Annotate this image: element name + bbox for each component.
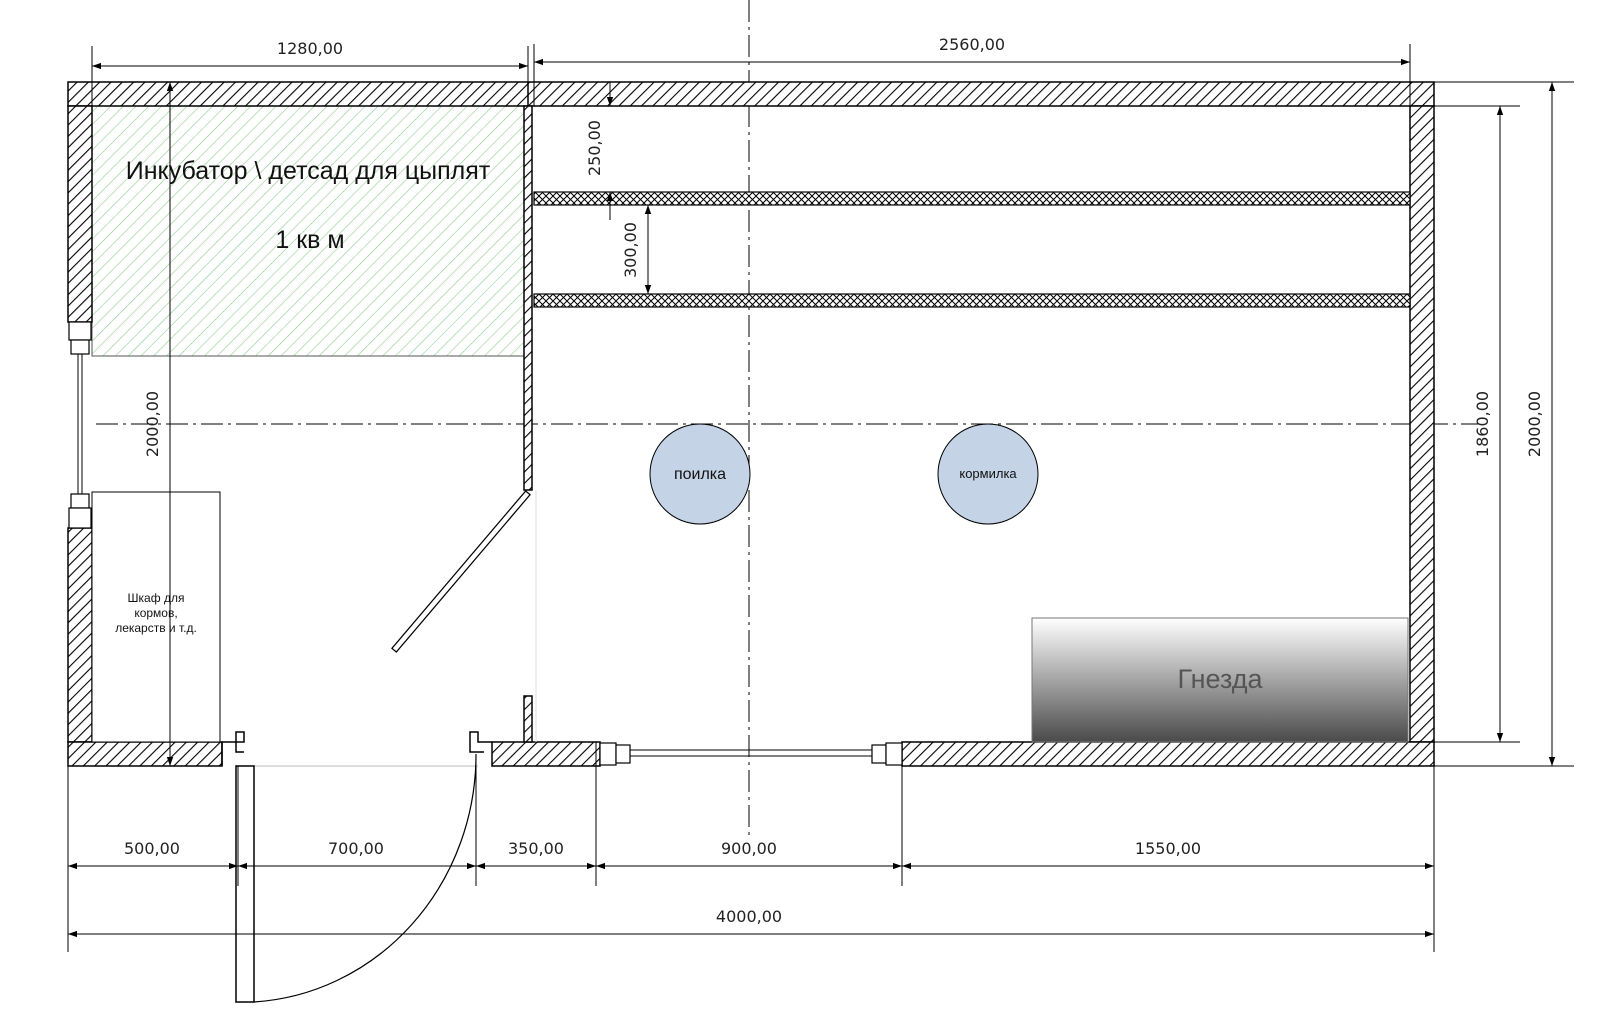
door-leaf[interactable] — [235, 765, 255, 1003]
svg-text:900,00: 900,00 — [721, 839, 777, 858]
svg-text:1280,00: 1280,00 — [277, 39, 343, 58]
right-wall — [1409, 105, 1435, 743]
bottom-window-frame-left2 — [615, 744, 631, 764]
svg-text:2560,00: 2560,00 — [939, 35, 1005, 54]
dimension-bottom-seg-1: 500,00 — [68, 839, 238, 870]
dimension-perch-gap-top: 250,00 — [585, 82, 614, 220]
dimension-perch-gap-between: 300,00 — [621, 205, 652, 294]
svg-text:1550,00: 1550,00 — [1135, 839, 1201, 858]
svg-text:250,00: 250,00 — [585, 120, 604, 176]
perch-lower — [533, 293, 1411, 308]
incubator-area-label: 1 кв м — [275, 226, 344, 254]
door-jamb-left — [221, 731, 245, 766]
svg-text:2000,00: 2000,00 — [143, 391, 162, 457]
bottom-wall-middle — [491, 741, 601, 767]
dimension-left-height: 2000,00 — [143, 82, 174, 766]
dimension-bottom-seg-4: 900,00 — [596, 839, 902, 870]
inner-door-leaf[interactable] — [391, 490, 531, 653]
partition-wall-upper — [523, 105, 533, 491]
dimension-top-right: 2560,00 — [533, 35, 1411, 106]
cabinet-label-line1: Шкаф для — [128, 591, 185, 605]
left-wall-upper — [67, 105, 93, 323]
incubator-area — [91, 105, 529, 357]
left-window-frame-top — [68, 321, 92, 341]
left-window-frame-bottom2 — [70, 493, 90, 509]
dimension-total-width: 4000,00 — [68, 907, 1434, 938]
left-window-frame-bottom — [68, 507, 92, 529]
svg-text:350,00: 350,00 — [508, 839, 564, 858]
svg-text:300,00: 300,00 — [621, 222, 640, 278]
bottom-window-frame-left — [599, 742, 617, 766]
partition-wall-lower — [523, 695, 533, 743]
dimension-top-left: 1280,00 — [91, 39, 529, 106]
bottom-window-frame-right — [885, 742, 903, 766]
left-window-frame-top2 — [70, 339, 90, 355]
dimension-bottom-seg-5: 1550,00 — [902, 839, 1434, 870]
svg-text:2000,00: 2000,00 — [1525, 391, 1544, 457]
perch-upper — [533, 191, 1411, 206]
dimension-outer-height: 2000,00 — [1434, 81, 1574, 767]
bottom-window-frame-right2 — [871, 744, 887, 764]
svg-text:1860,00: 1860,00 — [1473, 391, 1492, 457]
door-swing-arc — [253, 753, 477, 1003]
feeder-label: кормилка — [959, 466, 1017, 481]
dimension-inner-height: 1860,00 — [1410, 105, 1520, 743]
bottom-wall-left — [67, 741, 223, 767]
nests-label: Гнезда — [1178, 664, 1264, 694]
dimension-bottom-seg-2: 700,00 — [238, 839, 476, 870]
storage-cabinet — [91, 491, 221, 743]
incubator-title: Инкубатор \ детсад для цыплят — [126, 157, 491, 185]
left-wall-lower — [67, 527, 93, 743]
cabinet-label-line3: лекарств и т.д. — [115, 621, 197, 635]
door-jamb-right — [469, 731, 492, 753]
drinker-circle — [649, 423, 751, 525]
drinker-label: поилка — [674, 466, 726, 483]
bottom-wall-right — [901, 741, 1435, 767]
cabinet-label-line2: кормов, — [134, 606, 177, 620]
top-wall — [67, 81, 1435, 107]
feeder-circle — [937, 423, 1039, 525]
svg-text:4000,00: 4000,00 — [716, 907, 782, 926]
nests-box — [1031, 617, 1409, 743]
dimension-bottom-seg-3: 350,00 — [476, 839, 596, 870]
svg-text:500,00: 500,00 — [124, 839, 180, 858]
svg-text:700,00: 700,00 — [328, 839, 384, 858]
